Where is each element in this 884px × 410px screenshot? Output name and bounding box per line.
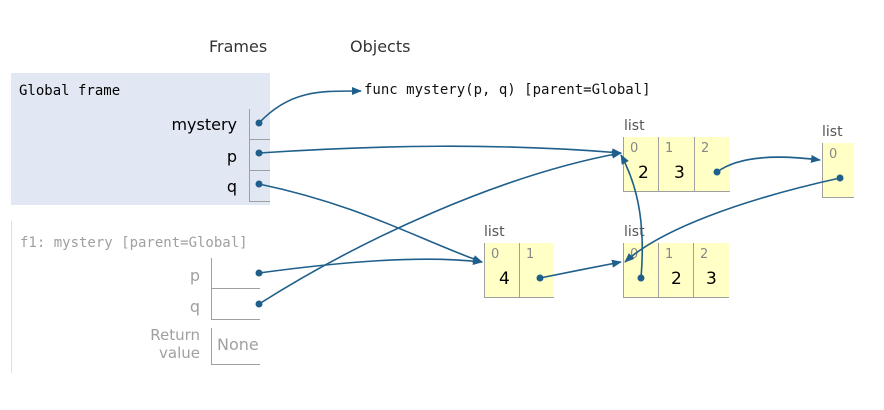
list-d-cell-1: 1 2 [658,243,693,298]
list-b-index-0: 0 [829,147,838,162]
dot-global-p [255,149,263,157]
f1-var-q: q [189,297,200,316]
global-slot-p [249,140,270,171]
arrow-c1-to-list-d [539,259,622,279]
arrow-mystery-to-func [258,86,362,124]
list-d-value-2: 3 [706,269,717,289]
f1-var-p: p [189,266,200,285]
f1-frame-title: f1: mystery [parent=Global] [20,235,248,251]
list-d-cell-2: 2 3 [693,243,729,298]
dot-list-c-1 [536,274,544,282]
arrow-d0-to-list-a [620,154,644,279]
global-slot-mystery [249,109,270,140]
arrow-q-to-list-c [258,183,483,263]
list-a-index-0: 0 [630,141,639,156]
list-a-cell-2: 2 [694,137,730,192]
list-a-cell-1: 1 3 [658,137,694,192]
dot-list-d-0 [637,274,645,282]
arrow-f1p-to-list-c [258,257,483,274]
global-var-q: q [226,177,237,196]
list-c-index-1: 1 [526,247,535,262]
list-a-index-1: 1 [665,141,674,156]
dot-list-b-0 [836,174,844,182]
return-value: None [217,335,259,354]
arrow-p-to-list-a [258,145,622,157]
arrow-b0-to-list-d [624,177,841,263]
arrow-a2-to-list-b [716,154,821,173]
dot-global-q [255,180,263,188]
dot-f1-p [255,269,263,277]
f1-frame-border [11,221,12,373]
f1-slot-p [211,258,260,289]
list-c-cell-1: 1 [519,243,554,298]
f1-slot-q [211,289,260,320]
global-var-p: p [226,147,237,166]
global-slot-q [249,171,270,202]
list-c-index-0: 0 [491,247,500,262]
global-var-mystery: mystery [171,115,237,134]
arrow-f1q-to-list-a [258,150,622,305]
list-a-label: list [624,118,645,134]
dot-list-a-2 [713,168,721,176]
global-frame: Global frame mystery p q [11,73,270,205]
dot-f1-q [255,300,263,308]
objects-header: Objects [350,37,411,56]
list-c-label: list [484,224,505,240]
list-d-index-2: 2 [700,247,709,262]
list-a-value-0: 2 [638,163,649,183]
list-a-index-2: 2 [701,141,710,156]
f1-slot-return: None [211,328,260,365]
return-label-line1: Return [150,326,200,344]
list-a-value-1: 3 [674,163,685,183]
global-frame-title: Global frame [19,83,121,99]
frames-header: Frames [209,37,268,56]
list-c-cell-0: 0 4 [484,243,519,298]
dot-mystery [255,119,263,127]
return-label-line2: value [159,344,200,362]
list-d-label: list [624,224,645,240]
list-d-index-1: 1 [665,247,674,262]
function-object: func mystery(p, q) [parent=Global] [364,82,651,98]
list-b-cell-0: 0 [822,143,854,198]
list-d-value-1: 2 [671,269,682,289]
return-value-label: Return value [140,326,200,362]
list-c-value-0: 4 [499,269,510,289]
list-b-label: list [822,124,843,140]
